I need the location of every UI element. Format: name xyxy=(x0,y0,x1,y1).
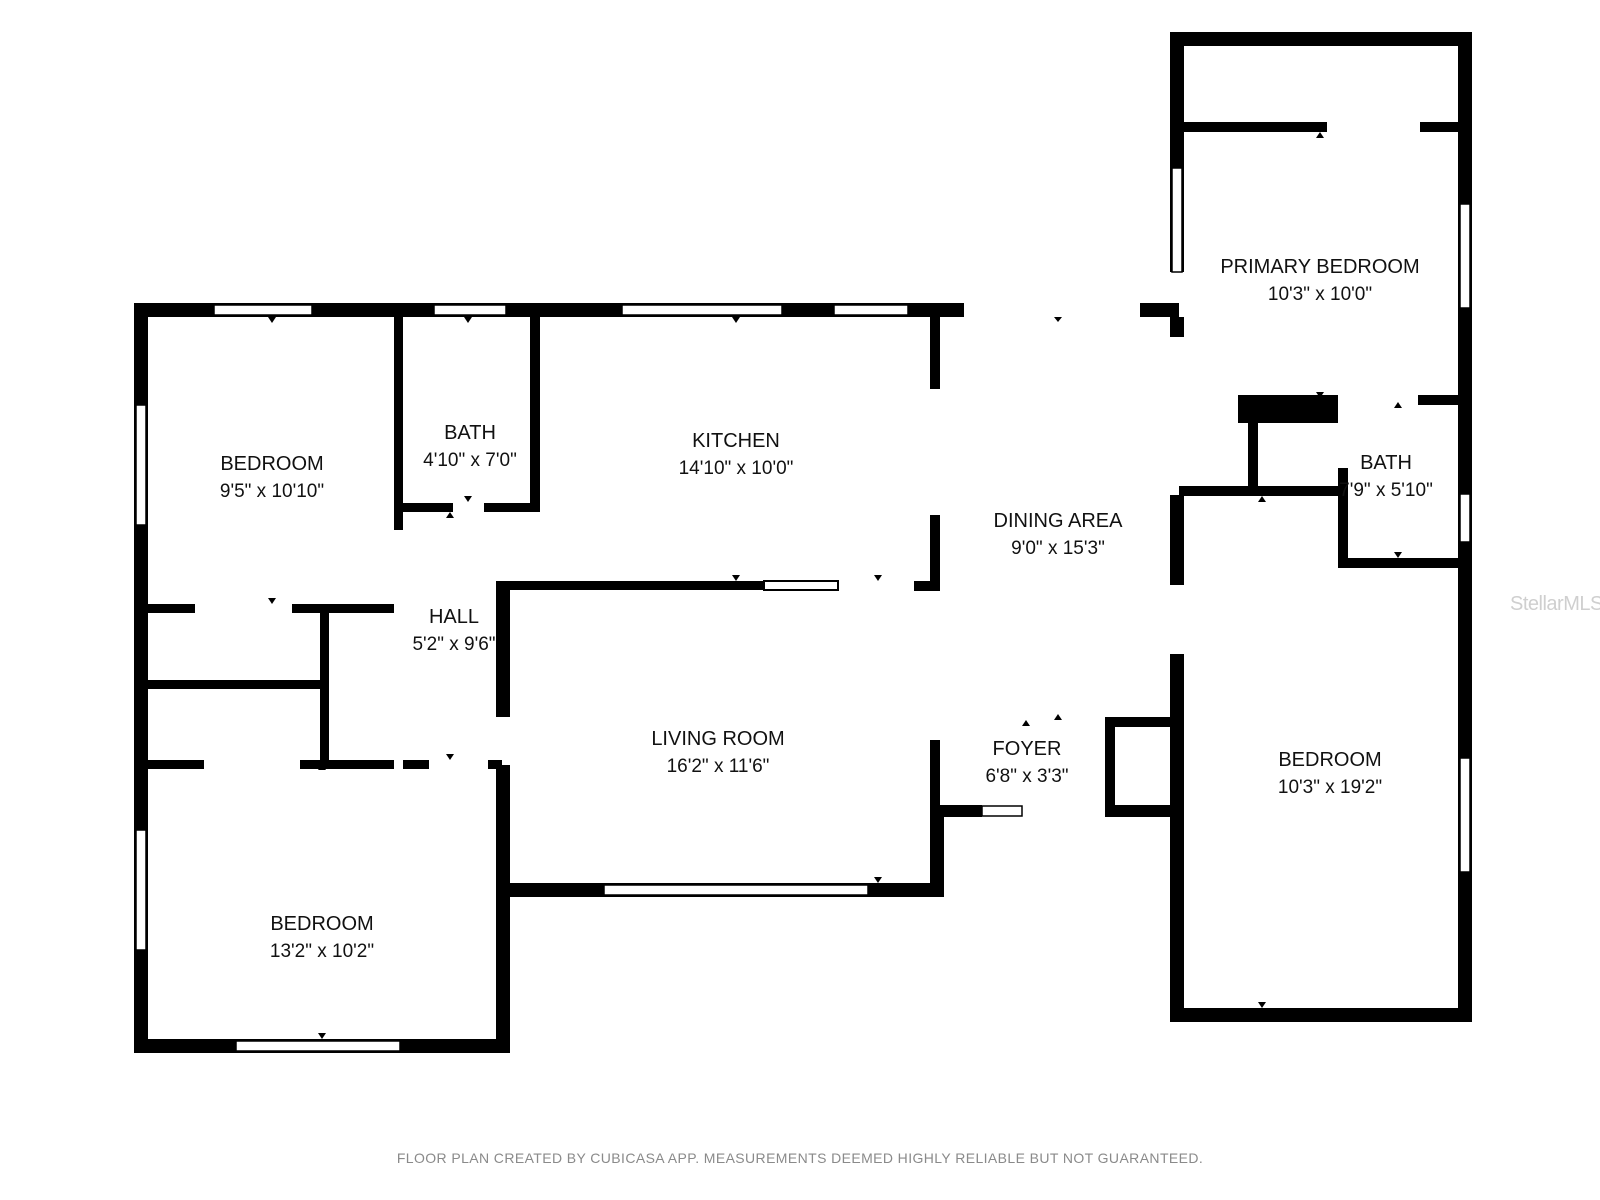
room-dim-dining-area: 9'0" x 15'3" xyxy=(1011,538,1105,559)
room-dim-living-room: 16'2" x 11'6" xyxy=(667,756,770,777)
walls xyxy=(134,32,1472,1053)
room-name-bedroom-1: BEDROOM xyxy=(220,453,323,475)
room-name-bath-1: BATH xyxy=(444,422,496,444)
room-dim-primary-bedroom: 10'3" x 10'0" xyxy=(1268,284,1372,305)
room-name-kitchen: KITCHEN xyxy=(692,430,780,452)
room-dim-bath-2: 7'9" x 5'10" xyxy=(1339,480,1433,501)
room-dim-bedroom-1: 9'5" x 10'10" xyxy=(220,481,324,502)
room-name-hall: HALL xyxy=(429,606,479,628)
room-name-bedroom-3: BEDROOM xyxy=(270,913,373,935)
room-name-dining-area: DINING AREA xyxy=(994,510,1124,532)
watermark: StellarMLS xyxy=(1510,593,1600,615)
room-dim-bedroom-3: 13'2" x 10'2" xyxy=(270,941,374,962)
door-markers xyxy=(268,132,1402,1039)
room-dim-foyer: 6'8" x 3'3" xyxy=(985,766,1068,787)
room-dim-kitchen: 14'10" x 10'0" xyxy=(679,458,794,479)
room-name-primary-bedroom: PRIMARY BEDROOM xyxy=(1220,256,1419,278)
footer-disclaimer: FLOOR PLAN CREATED BY CUBICASA APP. MEAS… xyxy=(396,1150,1204,1166)
room-name-living-room: LIVING ROOM xyxy=(651,728,784,750)
room-dim-bedroom-2: 10'3" x 19'2" xyxy=(1278,777,1382,798)
room-labels: BEDROOM 9'5" x 10'10" BATH 4'10" x 7'0" … xyxy=(220,256,1433,962)
room-dim-hall: 5'2" x 9'6" xyxy=(412,634,495,655)
room-name-bedroom-2: BEDROOM xyxy=(1278,749,1381,771)
room-dim-bath-1: 4'10" x 7'0" xyxy=(423,450,517,471)
windows xyxy=(135,167,1471,1052)
room-name-bath-2: BATH xyxy=(1360,452,1412,474)
room-name-foyer: FOYER xyxy=(993,738,1062,760)
